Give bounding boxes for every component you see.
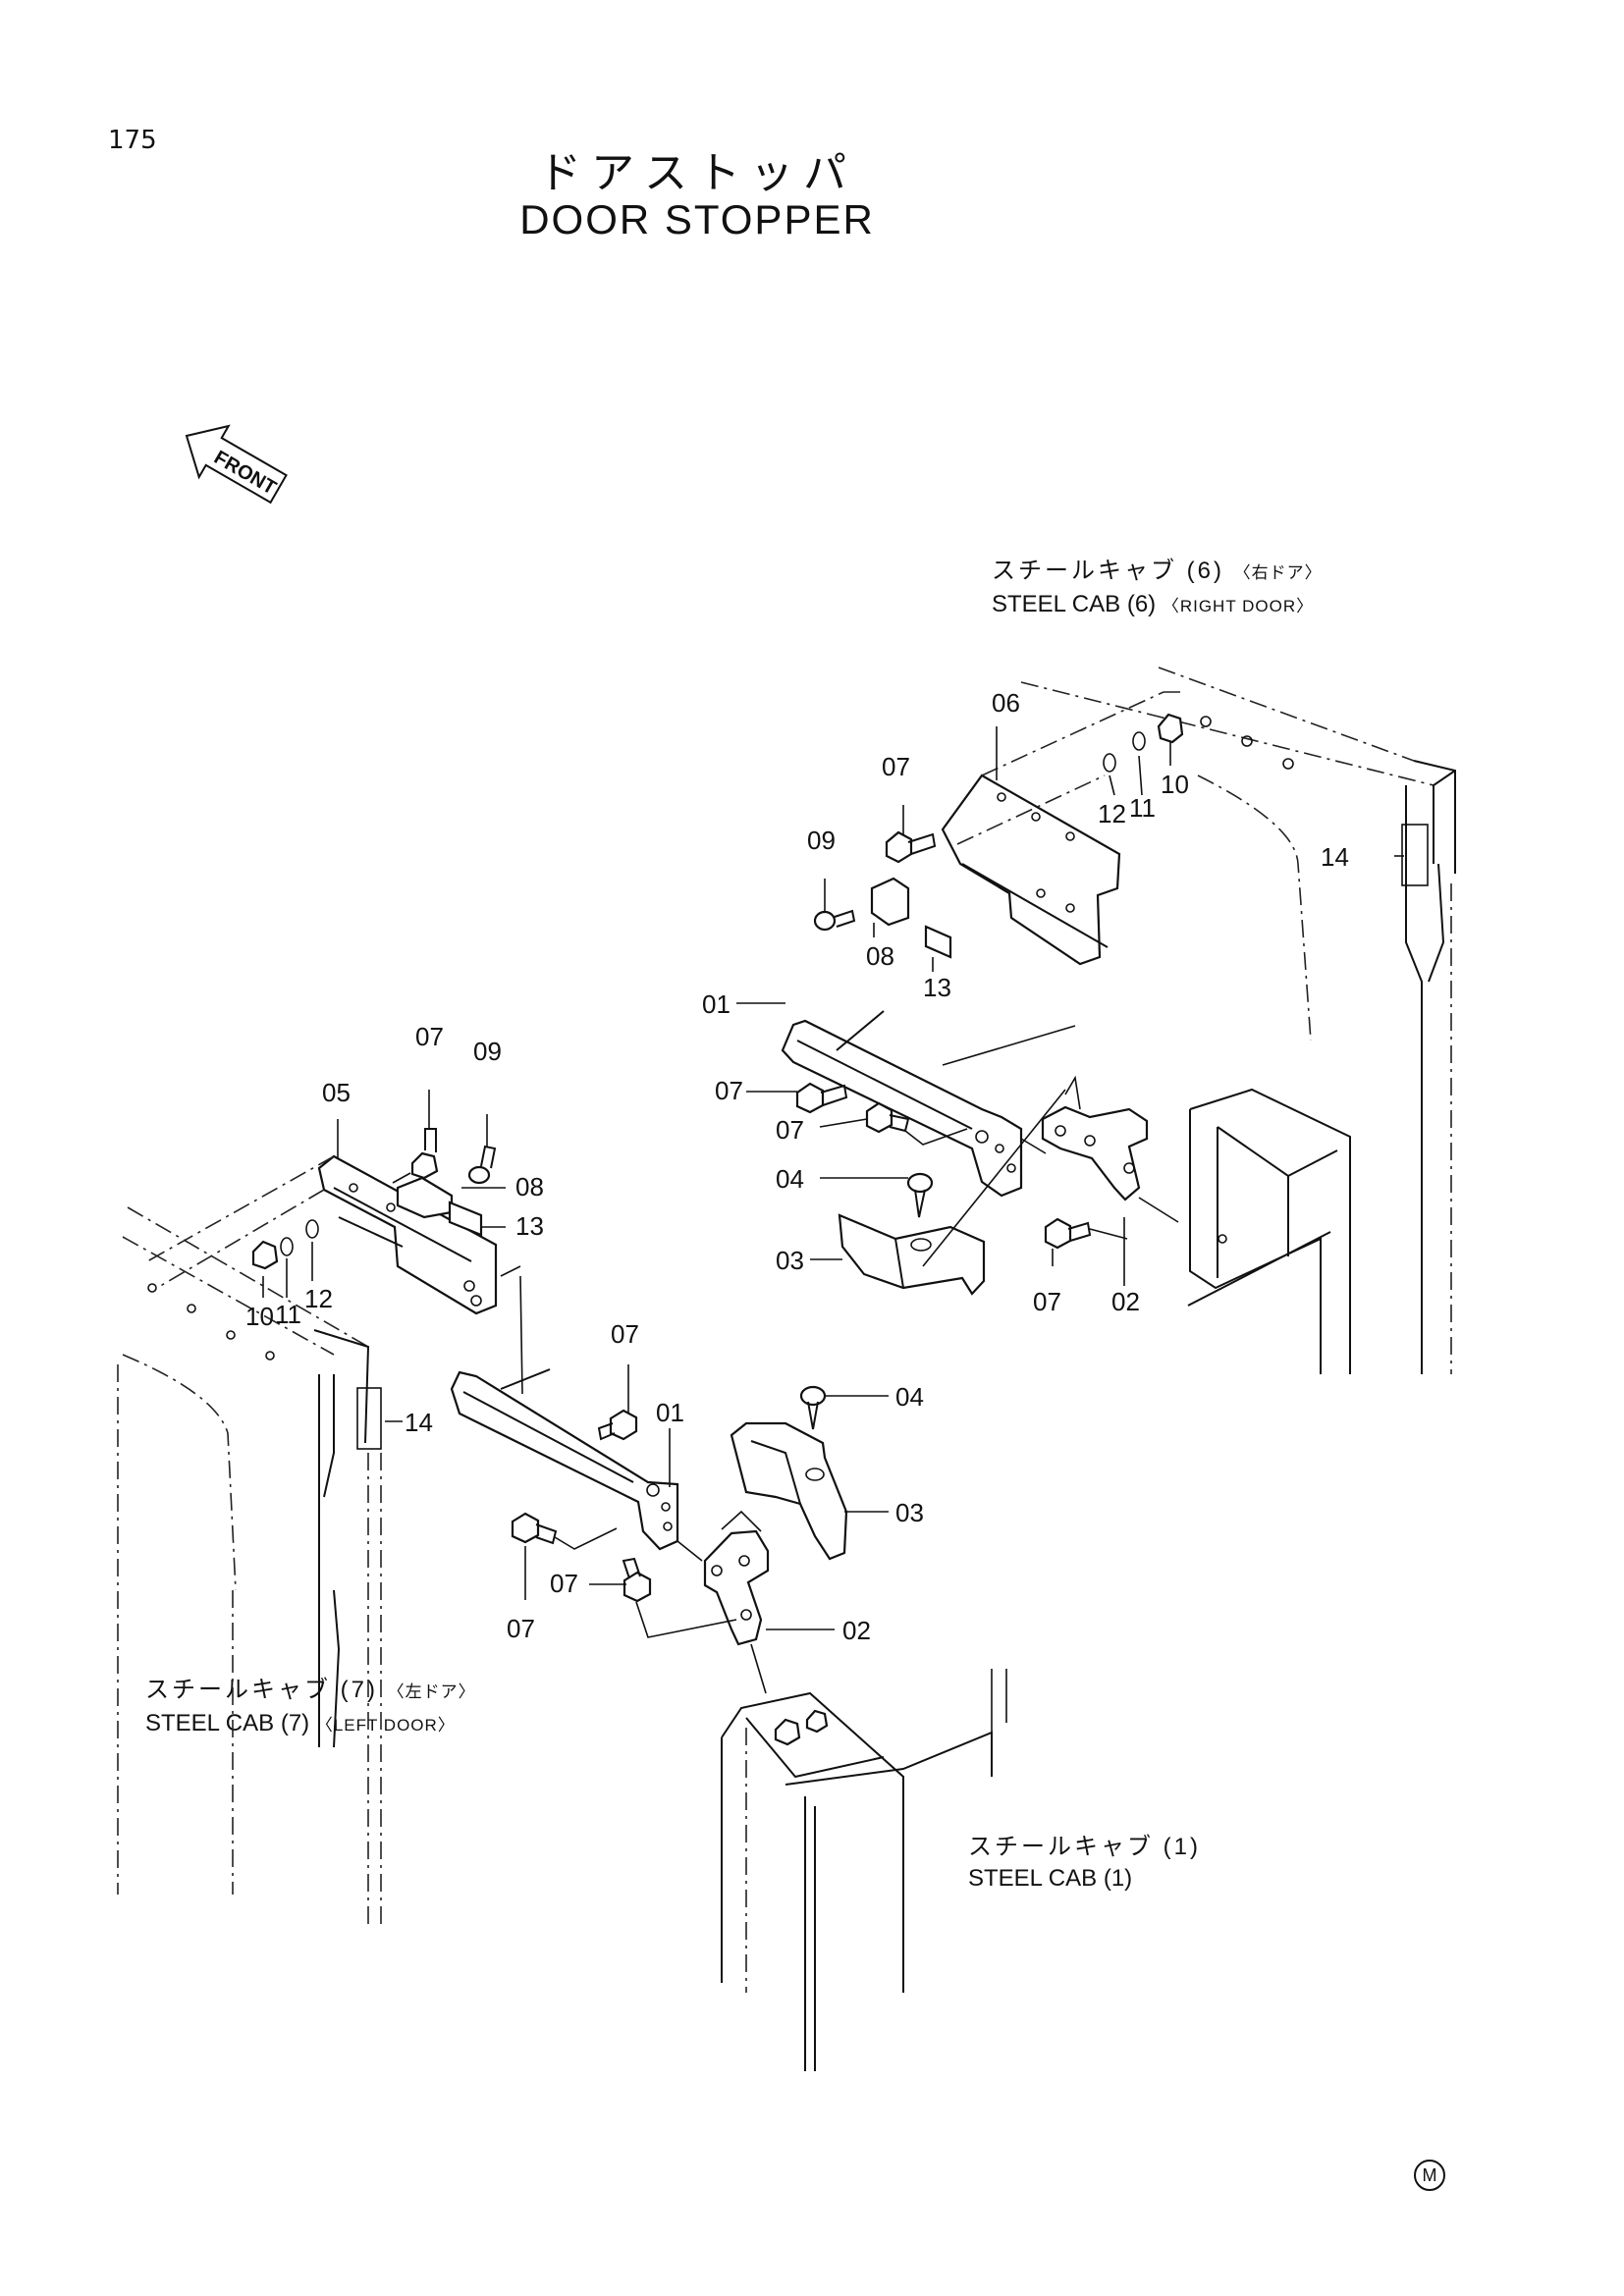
bracket-06 bbox=[941, 774, 1121, 966]
note-right-door-en-sub: 〈RIGHT DOOR〉 bbox=[1162, 597, 1315, 615]
bolt-07-icon bbox=[795, 1082, 848, 1114]
bolt-07-icon bbox=[885, 830, 937, 864]
stopper-block-03-lower bbox=[730, 1421, 848, 1561]
note-right-door-jp: スチールキャブ (6) bbox=[992, 558, 1224, 584]
title-japanese: ドアストッパ bbox=[538, 148, 856, 198]
screw-09-icon bbox=[467, 1145, 497, 1185]
bolt-07-icon bbox=[1044, 1217, 1092, 1250]
callout-07: 07 bbox=[882, 752, 910, 781]
pin-04-icon bbox=[799, 1385, 827, 1430]
callout-13: 13 bbox=[923, 973, 951, 1002]
callout-08: 08 bbox=[515, 1172, 544, 1201]
callout-09: 09 bbox=[807, 826, 836, 855]
bolt-07-icon bbox=[410, 1128, 439, 1180]
stopper-rubber-08-icon bbox=[870, 877, 910, 927]
note-left-door: スチールキャブ (7) 〈左ドア〉 STEEL CAB (7) 〈LEFT DO… bbox=[145, 1675, 476, 1741]
callout-07: 07 bbox=[715, 1076, 743, 1105]
callout-03: 03 bbox=[776, 1246, 804, 1275]
striker-02-upper bbox=[1041, 1105, 1149, 1201]
note-left-door-jp-sub: 〈左ドア〉 bbox=[387, 1682, 476, 1701]
note-right-door: スチールキャブ (6) 〈右ドア〉 STEEL CAB (6) 〈RIGHT D… bbox=[992, 556, 1323, 622]
stopper-block-03-upper bbox=[838, 1213, 986, 1296]
callout-01: 01 bbox=[656, 1398, 684, 1427]
callout-14: 14 bbox=[1321, 842, 1349, 872]
callout-02: 02 bbox=[842, 1616, 871, 1645]
callout-07: 07 bbox=[776, 1115, 804, 1145]
striker-02-lower bbox=[703, 1529, 770, 1646]
callout-07: 07 bbox=[507, 1614, 535, 1643]
page-title: DOOR STOPPER bbox=[519, 196, 875, 242]
left-door-frame bbox=[117, 1206, 382, 1924]
door-stopper-01-lower bbox=[450, 1368, 679, 1551]
lock-washer-11-icon bbox=[280, 1237, 294, 1256]
callout-11: 11 bbox=[275, 1300, 301, 1329]
callout-13: 13 bbox=[515, 1211, 544, 1241]
washer-12-icon bbox=[305, 1219, 319, 1239]
callout-12: 12 bbox=[1098, 799, 1126, 828]
seal-13-icon bbox=[448, 1201, 483, 1237]
note-cab: スチールキャブ (1) STEEL CAB (1) bbox=[968, 1832, 1201, 1895]
callout-01: 01 bbox=[702, 989, 731, 1019]
callout-05: 05 bbox=[322, 1078, 351, 1107]
callout-07: 07 bbox=[550, 1569, 578, 1598]
bolt-07-icon bbox=[622, 1557, 652, 1603]
callout-04: 04 bbox=[895, 1382, 924, 1412]
front-arrow-icon: FRONT bbox=[185, 424, 288, 505]
callout-07: 07 bbox=[1033, 1287, 1061, 1316]
callout-10: 10 bbox=[1161, 770, 1189, 799]
cab-post-center bbox=[721, 1669, 1007, 2071]
callout-09: 09 bbox=[473, 1037, 502, 1066]
nut-10-icon bbox=[1157, 713, 1184, 744]
callout-08: 08 bbox=[866, 941, 894, 971]
bolt-07-icon bbox=[865, 1101, 910, 1134]
door-stopper-01-upper bbox=[781, 1010, 1023, 1198]
page-number: 175 bbox=[108, 126, 157, 155]
pin-04-icon bbox=[906, 1172, 934, 1218]
callout-07: 07 bbox=[611, 1319, 639, 1349]
screw-09-icon bbox=[813, 909, 856, 932]
note-cab-jp: スチールキャブ (1) bbox=[968, 1834, 1201, 1860]
lock-washer-11-icon bbox=[1132, 731, 1146, 751]
right-door-frame bbox=[1020, 667, 1456, 1374]
nut-10-icon bbox=[251, 1240, 279, 1270]
callout-11: 11 bbox=[1129, 793, 1156, 823]
callout-06: 06 bbox=[992, 688, 1020, 718]
callout-04: 04 bbox=[776, 1164, 804, 1194]
note-cab-en: STEEL CAB (1) bbox=[968, 1865, 1133, 1892]
cab-post-right bbox=[1187, 1088, 1351, 1374]
note-right-door-jp-sub: 〈右ドア〉 bbox=[1233, 563, 1323, 582]
washer-12-icon bbox=[1103, 753, 1116, 773]
note-right-door-en: STEEL CAB (6) bbox=[992, 591, 1157, 617]
note-left-door-en: STEEL CAB (7) bbox=[145, 1710, 310, 1736]
bolt-07-icon bbox=[511, 1512, 558, 1545]
marker-m-icon: M bbox=[1414, 2160, 1445, 2191]
callout-10: 10 bbox=[245, 1302, 274, 1331]
callout-14: 14 bbox=[405, 1408, 433, 1437]
callout-02: 02 bbox=[1111, 1287, 1140, 1316]
callout-07: 07 bbox=[415, 1022, 444, 1051]
callout-12: 12 bbox=[304, 1284, 333, 1313]
bolt-07-icon bbox=[597, 1409, 638, 1441]
note-left-door-en-sub: 〈LEFT DOOR〉 bbox=[315, 1716, 456, 1735]
seal-13-icon bbox=[924, 925, 952, 959]
callout-03: 03 bbox=[895, 1498, 924, 1527]
bracket-05 bbox=[317, 1154, 498, 1315]
